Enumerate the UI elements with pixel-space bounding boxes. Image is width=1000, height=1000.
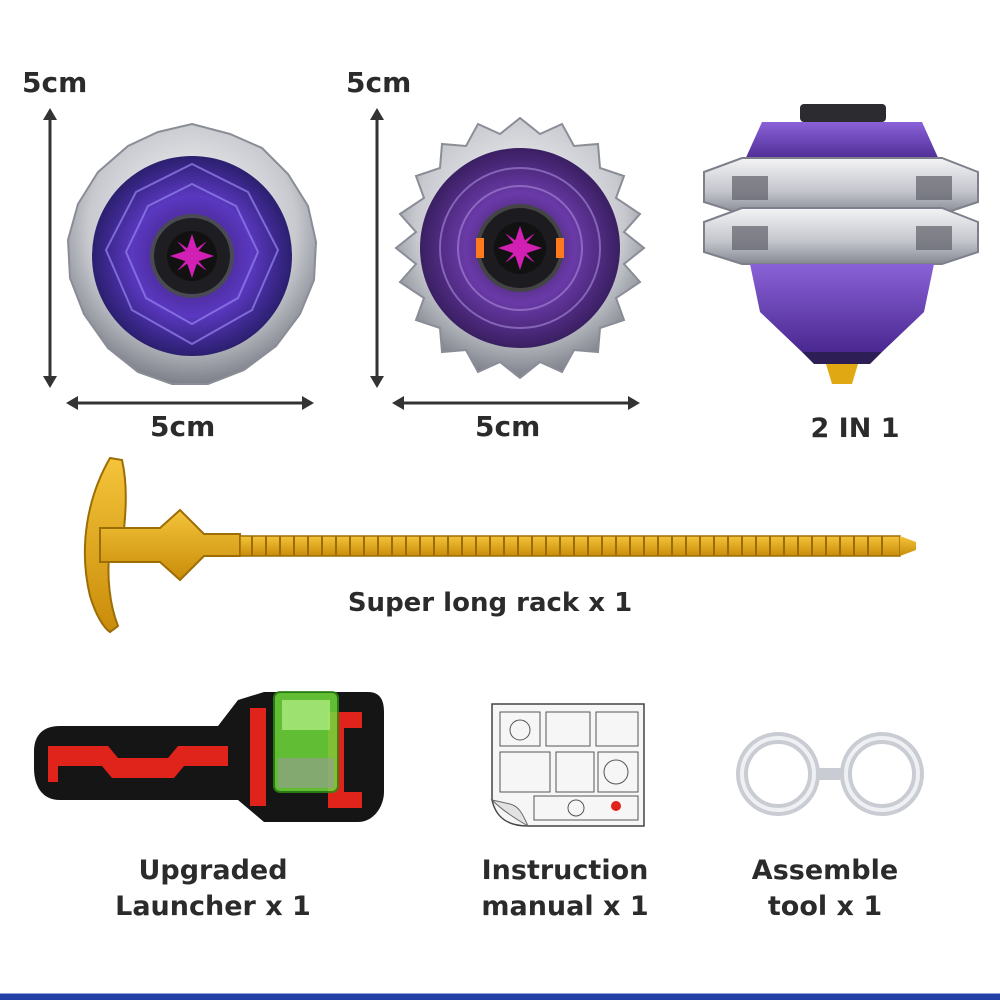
two-in-one-label: 2 IN 1	[810, 413, 900, 444]
manual-label-line2: manual x 1	[481, 891, 649, 922]
top1-height-arrow	[43, 108, 57, 388]
top2-width-arrow	[392, 396, 640, 410]
spinning-top-side-view-image	[703, 104, 979, 384]
tool-label-line1: Assemble	[751, 855, 899, 886]
top2-height-arrow	[370, 108, 384, 388]
spinning-top-1-image	[66, 122, 318, 385]
launcher-label-line2: Launcher x 1	[115, 891, 311, 922]
manual-label-line1: Instruction	[481, 855, 649, 886]
upgraded-launcher-image	[34, 691, 384, 822]
super-long-rack-image	[83, 456, 916, 634]
top1-width-arrow	[66, 396, 314, 410]
top1-height-label: 5cm	[22, 66, 88, 99]
instruction-manual-image	[490, 703, 645, 828]
top2-width-label: 5cm	[475, 410, 541, 443]
spinning-top-2-image	[394, 116, 646, 380]
tool-label-line2: tool x 1	[767, 891, 883, 922]
top1-width-label: 5cm	[150, 410, 216, 443]
rack-label: Super long rack x 1	[347, 588, 633, 618]
assemble-tool-image	[736, 732, 924, 816]
launcher-label-line1: Upgraded	[138, 855, 288, 886]
bottom-accent-bar	[0, 986, 1000, 1000]
top2-height-label: 5cm	[346, 66, 412, 99]
